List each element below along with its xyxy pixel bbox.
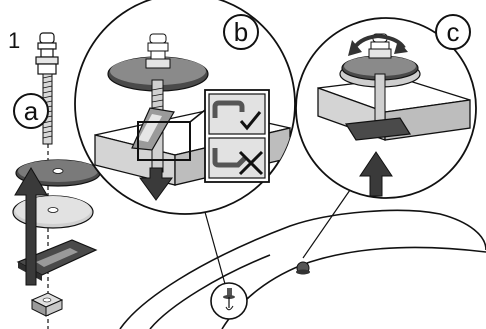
step-number: 1 — [8, 28, 21, 53]
bolt-head — [35, 32, 59, 75]
light-washer — [12, 195, 94, 229]
detail-c — [295, 17, 477, 199]
callout-a-label: a — [13, 93, 49, 129]
check-icon — [239, 111, 262, 131]
arrow-up-icon — [14, 167, 48, 286]
rotate-arrow-icon — [348, 33, 408, 56]
correct-incorrect-inset — [204, 89, 270, 183]
callout-b-label: b — [223, 14, 259, 50]
leader-lines — [204, 189, 351, 285]
correct-bracket-shape — [212, 100, 245, 118]
incorrect-bracket-shape — [212, 148, 247, 168]
detail-b — [74, 0, 296, 215]
position-marker-c — [296, 261, 310, 275]
position-marker-b — [210, 282, 248, 320]
square-nut — [30, 292, 64, 317]
cross-icon — [238, 150, 264, 176]
callout-c-label: c — [435, 14, 471, 50]
